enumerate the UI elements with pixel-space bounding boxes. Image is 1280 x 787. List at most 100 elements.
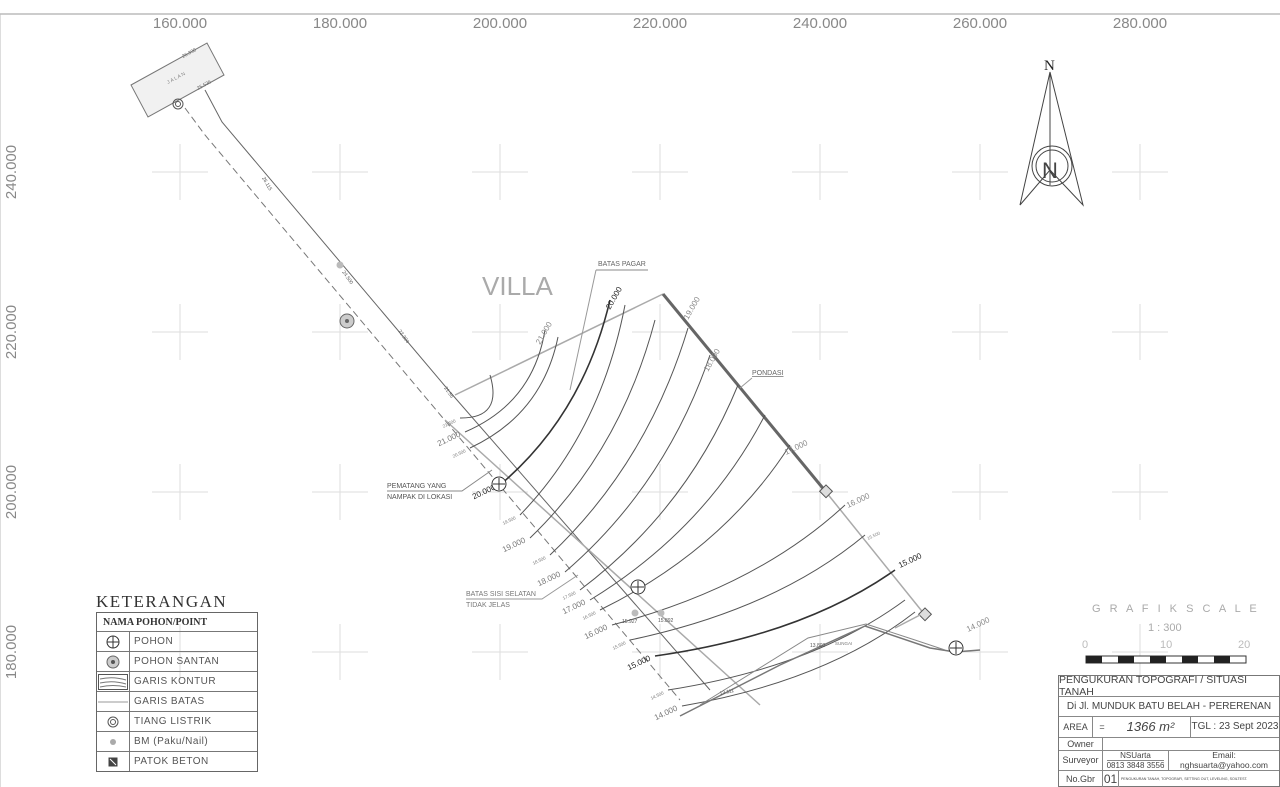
- x-grid-label: 240.000: [793, 15, 847, 32]
- legend-item: POHON: [97, 631, 257, 651]
- legend-label: POHON: [134, 636, 174, 647]
- contour-label: 14.500: [650, 690, 665, 701]
- contour-line: [519, 304, 626, 516]
- contour-line: [599, 444, 791, 611]
- date-label: TGL : 23 Sept 2023: [1191, 721, 1279, 732]
- graphic-scale: G R A F I K S C A L E 1 : 300 0 10 20: [1082, 603, 1257, 664]
- grid-cross: [632, 144, 688, 200]
- concrete-marker-icon: [818, 484, 834, 499]
- contour-label: 14.000: [965, 615, 991, 634]
- legend-item: TIANG LISTRIK: [97, 711, 257, 731]
- grid-cross: [152, 144, 208, 200]
- title-block: PENGUKURAN TOPOGRAFI / SITUASI TANAH Di …: [1058, 674, 1280, 787]
- fence-line: [454, 293, 664, 396]
- contour-label: 18.000: [536, 569, 562, 588]
- grid-cross: [792, 144, 848, 200]
- contour-label: 20.500: [452, 448, 467, 459]
- scale-ratio: 1 : 300: [1148, 622, 1182, 634]
- contour-line: [589, 414, 766, 601]
- river-line: [679, 625, 981, 717]
- grid-cross: [472, 144, 528, 200]
- tree-icon: [491, 476, 507, 492]
- grid-cross: [472, 624, 528, 680]
- scale-tick: 0: [1082, 639, 1088, 651]
- legend-label: GARIS BATAS: [134, 696, 205, 707]
- concrete-marker-icon: [97, 752, 130, 771]
- grid-cross: [632, 464, 688, 520]
- legend-label: POHON SANTAN: [134, 656, 220, 667]
- contour-line: [681, 611, 916, 707]
- river-line: [699, 623, 946, 706]
- contour-icon: [97, 672, 130, 691]
- services-text: PENGUKURAN TANAH, TOPOGRAFI, SETTING OUT…: [1121, 776, 1248, 781]
- grid-cross: [1112, 464, 1168, 520]
- grid-cross: [152, 304, 208, 360]
- ridge-annotation: NAMPAK DI LOKASI: [387, 494, 452, 501]
- y-grid-label: 180.000: [3, 625, 20, 679]
- river-label: SUNGAI: [835, 641, 852, 646]
- grid-cross: [312, 624, 368, 680]
- scale-segment: [1150, 656, 1166, 663]
- bm-nail-icon: [97, 732, 130, 751]
- grid-cross: [312, 144, 368, 200]
- grid-cross: [312, 304, 368, 360]
- contour-line: [654, 569, 896, 657]
- contour-label: 21.000: [534, 320, 554, 346]
- contour-label: 14.000: [653, 703, 679, 722]
- road-label: 22.304: [396, 329, 410, 345]
- legend-item: PATOK BETON: [97, 751, 257, 771]
- contour-label: 16.000: [583, 622, 609, 641]
- contour-label: 19.000: [682, 295, 702, 321]
- scale-segment: [1086, 656, 1102, 663]
- y-grid-label: 200.000: [3, 465, 20, 519]
- title-line-2: Di Jl. MUNDUK BATU BELAH - PERERENAN: [1059, 696, 1279, 717]
- bm-nail-icon: [657, 609, 665, 617]
- surveyor-phone: 0813 3848 3556: [1106, 759, 1165, 770]
- road-label: 26.115: [260, 176, 273, 192]
- ridge-annotation: PEMATANG YANG: [387, 483, 446, 490]
- scale-tick: 10: [1160, 639, 1172, 651]
- surveyor-email: Email: nghsuarta@yahoo.com: [1179, 750, 1268, 770]
- tree-icon: [630, 579, 646, 595]
- grid-cross: [152, 624, 208, 680]
- north-inner-letter: N: [1042, 158, 1058, 183]
- contour-label: 15.500: [612, 640, 627, 651]
- grid-cross: [152, 464, 208, 520]
- jalan-road-box: J A L A N 26.330 25.536: [130, 42, 225, 118]
- legend-label: GARIS KONTUR: [134, 676, 217, 687]
- x-grid-label: 160.000: [153, 15, 207, 32]
- scale-segment: [1182, 656, 1198, 663]
- contour-label: 16.000: [845, 491, 871, 510]
- scale-segment: [1118, 656, 1134, 663]
- contour-label: 18.500: [532, 555, 547, 566]
- power-pole-icon: [172, 98, 184, 110]
- road-edge-line: [204, 89, 711, 691]
- contour-label: 20.000: [604, 285, 624, 311]
- dashed-boundary-line: [184, 107, 681, 701]
- x-grid-label: 200.000: [473, 15, 527, 32]
- contour-label: 17.500: [562, 590, 577, 601]
- area-label: AREA: [1059, 716, 1093, 737]
- boundary-line-icon: [97, 692, 130, 711]
- river-label: 13.803: [810, 643, 826, 649]
- villa-label: VILLA: [482, 271, 553, 301]
- y-grid-label: 240.000: [3, 145, 20, 199]
- legend-label: PATOK BETON: [134, 756, 209, 767]
- legend-label: TIANG LISTRIK: [134, 716, 212, 727]
- north-label: N: [1044, 58, 1055, 74]
- contour-label: 19.500: [502, 515, 517, 526]
- surveyor-name: NSUarta: [1120, 750, 1151, 760]
- legend-title: KETERANGAN: [96, 592, 228, 611]
- drawing-number-label: No.Gbr: [1059, 770, 1103, 787]
- drawing-number: 01: [1103, 770, 1119, 787]
- scale-segment: [1214, 656, 1230, 663]
- north-arrow-icon: N N: [1019, 58, 1084, 207]
- contour-line: [564, 354, 711, 573]
- bm-nail-icon: [336, 261, 344, 269]
- foundation-annotation: PONDASI: [752, 370, 784, 377]
- owner-label: Owner: [1059, 737, 1103, 750]
- grid-cross: [1112, 624, 1168, 680]
- contour-line: [549, 327, 689, 556]
- legend-item: BM (Paku/Nail): [97, 731, 257, 751]
- contour-line: [611, 504, 846, 626]
